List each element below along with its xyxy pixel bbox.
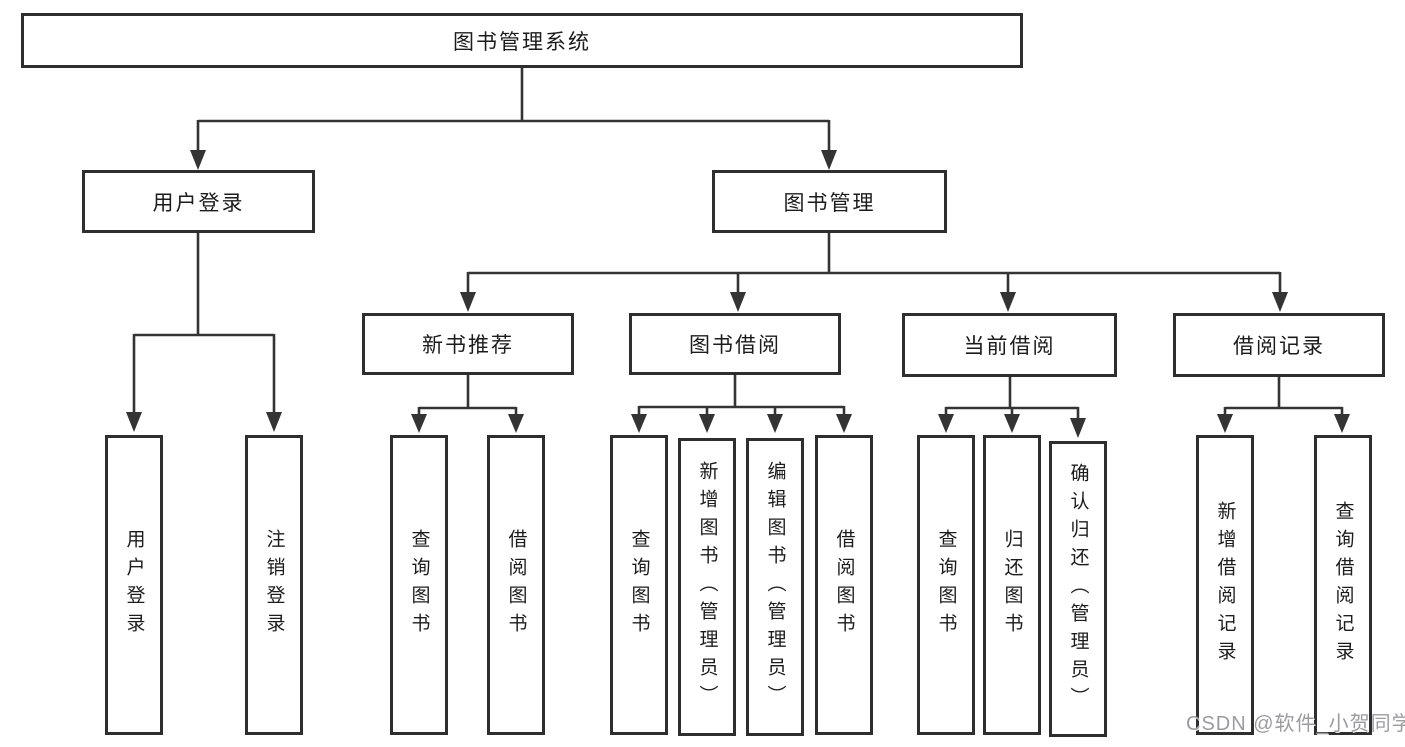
arrowhead [508,414,524,433]
arrowhead [1217,414,1233,433]
node-current-borrow: 当前借阅 [902,313,1117,377]
node-new-book-rec-label: 新书推荐 [422,334,514,357]
leaf-cb-query-books-label: 查询图书 [935,529,957,641]
arrowhead [1070,418,1086,438]
arrowhead [767,414,783,433]
leaf-cb-return-books-label: 归还图书 [1001,529,1023,641]
node-user-login: 用户登录 [82,170,315,233]
arrowhead [190,150,206,170]
leaf-nbr-borrow-books: 借阅图书 [487,435,545,735]
arrowhead [460,292,476,312]
arrowhead [1272,292,1288,312]
arrowhead [699,414,715,433]
leaf-cb-query-books: 查询图书 [917,435,975,735]
leaf-user-login-label: 用户登录 [123,529,145,641]
leaf-bb-borrow-books: 借阅图书 [815,435,873,735]
node-new-book-rec: 新书推荐 [362,313,574,375]
leaf-cb-return-books: 归还图书 [983,435,1041,735]
leaf-bb-add-books-admin-label: 新增图书（管理员） [696,461,718,713]
leaf-bb-query-books-label: 查询图书 [628,529,650,641]
leaf-br-add-record: 新增借阅记录 [1196,435,1254,735]
leaf-cb-confirm-return-admin: 确认归还（管理员） [1049,441,1107,737]
node-current-borrow-label: 当前借阅 [963,335,1056,358]
arrowhead [730,292,746,312]
arrowhead [266,412,282,432]
leaf-cb-confirm-return-admin-label: 确认归还（管理员） [1067,463,1089,715]
node-book-mgmt-label: 图书管理 [783,191,876,215]
node-root: 图书管理系统 [21,13,1023,68]
leaf-br-add-record-label: 新增借阅记录 [1214,501,1236,669]
arrowhead [938,414,954,433]
leaf-bb-query-books: 查询图书 [610,435,668,735]
leaf-logout-label: 注销登录 [263,529,285,641]
arrowhead [836,414,852,433]
arrowhead [126,412,142,432]
node-borrow-records-label: 借阅记录 [1233,335,1325,358]
node-borrow-records: 借阅记录 [1173,313,1385,377]
arrowhead [1004,414,1020,433]
arrowhead [411,414,427,433]
leaf-logout: 注销登录 [245,435,303,735]
node-root-label: 图书管理系统 [453,30,591,54]
leaf-bb-edit-books-admin-label: 编辑图书（管理员） [764,461,786,713]
node-book-borrow: 图书借阅 [629,313,841,375]
leaf-br-query-record: 查询借阅记录 [1314,435,1372,735]
leaf-user-login: 用户登录 [105,435,163,735]
leaf-bb-edit-books-admin: 编辑图书（管理员） [746,438,804,736]
node-book-borrow-label: 图书借阅 [689,334,781,357]
arrowhead [631,414,647,433]
arrowhead [1334,414,1350,433]
arrowhead [821,150,837,170]
leaf-bb-add-books-admin: 新增图书（管理员） [678,438,736,736]
arrowhead [1000,292,1016,312]
leaf-bb-borrow-books-label: 借阅图书 [833,529,855,641]
leaf-br-query-record-label: 查询借阅记录 [1332,501,1354,669]
node-book-mgmt: 图书管理 [712,170,947,233]
leaf-nbr-query-books: 查询图书 [390,435,448,735]
leaf-nbr-query-books-label: 查询图书 [408,529,430,641]
node-user-login-label: 用户登录 [152,191,245,215]
leaf-nbr-borrow-books-label: 借阅图书 [505,529,527,641]
